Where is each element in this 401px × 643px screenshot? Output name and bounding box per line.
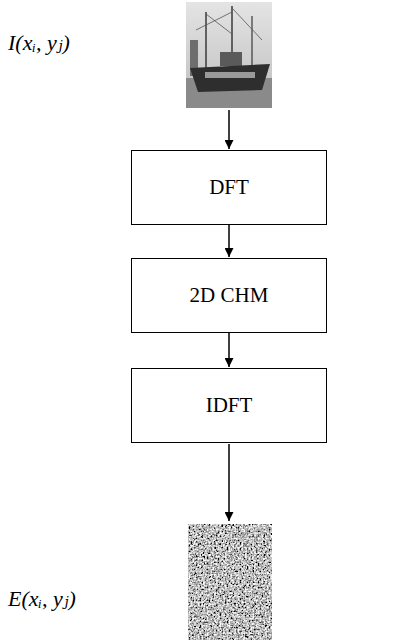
flow-arrow — [228, 110, 230, 149]
box-label: 2D CHM — [190, 283, 269, 308]
image-symbol: I(xᵢ, yⱼ) — [8, 30, 70, 56]
image-symbol: E(xᵢ, yⱼ) — [8, 586, 76, 612]
flow-arrow — [228, 444, 230, 521]
process-box: DFT — [131, 150, 327, 225]
box-label: IDFT — [206, 393, 253, 418]
boat-photo — [186, 2, 272, 108]
process-box: 2D CHM — [131, 258, 327, 333]
box-label: DFT — [209, 175, 249, 200]
flow-arrow — [228, 225, 230, 257]
process-box: IDFT — [131, 368, 327, 443]
flow-arrow — [228, 333, 230, 367]
encrypted-noise-image — [188, 524, 272, 640]
